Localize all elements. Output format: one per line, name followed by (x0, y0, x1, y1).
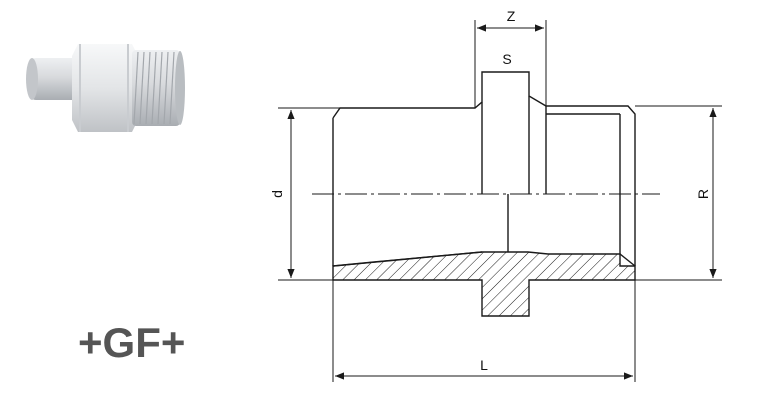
fitting-photo (26, 44, 185, 132)
label-r: R (695, 189, 711, 199)
label-s: S (502, 51, 511, 67)
label-d: d (269, 190, 285, 198)
fitting-outline (332, 71, 636, 266)
label-l: L (480, 357, 488, 373)
label-z: Z (507, 8, 516, 24)
gf-logo: +GF+ (78, 319, 185, 366)
technical-drawing (278, 20, 722, 382)
